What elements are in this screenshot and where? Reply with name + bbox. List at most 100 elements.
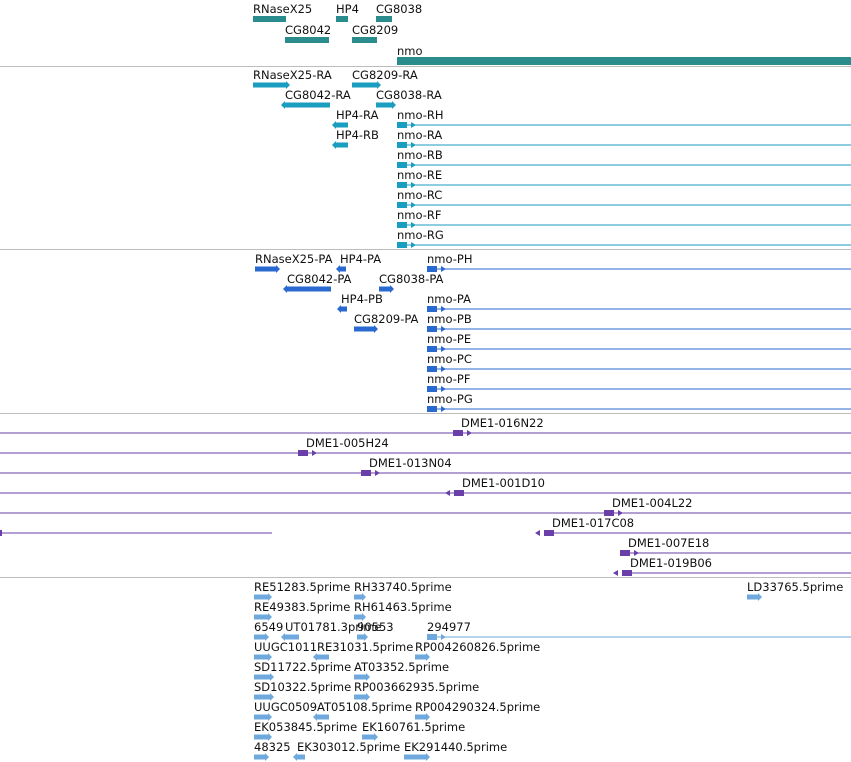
feature-cg8038-ra[interactable]: CG8038-RA <box>376 88 442 109</box>
feature-hp4-pa[interactable]: HP4-PA <box>336 252 381 273</box>
feature-nmo-re[interactable]: nmo-RE <box>397 168 851 188</box>
exon-block <box>397 222 407 228</box>
feature-cg8038[interactable]: CG8038 <box>376 2 422 22</box>
exon-block <box>454 490 464 496</box>
feature-dme1-017c08[interactable]: DME1-017C08 <box>535 516 851 536</box>
strand-arrow <box>270 673 274 681</box>
feature-uugc1011[interactable]: UUGC1011 <box>254 640 317 661</box>
feature-block <box>336 142 348 148</box>
feature-cg8038-pa[interactable]: CG8038-PA <box>379 272 444 293</box>
feature-dme1-004l22[interactable]: DME1-004L22 <box>0 496 851 516</box>
feature-rnasex25-ra[interactable]: RNaseX25-RA <box>253 68 332 89</box>
strand-arrow <box>268 713 272 721</box>
feature-at05108-5prime[interactable]: AT05108.5prime <box>313 700 412 721</box>
feature-nmo[interactable]: nmo <box>397 44 851 65</box>
strand-arrow <box>426 753 430 761</box>
feature-90553[interactable]: 90553 <box>357 620 394 641</box>
feature-nmo-pg[interactable]: nmo-PG <box>427 392 851 412</box>
feature-rp003662935-5prime[interactable]: RP003662935.5prime <box>354 680 479 701</box>
strand-arrow <box>441 306 446 312</box>
feature-cg8209-ra[interactable]: CG8209-RA <box>352 68 418 89</box>
strand-arrow <box>411 222 416 228</box>
feature-label: nmo-PH <box>427 252 472 266</box>
exon-block <box>453 430 463 436</box>
feature-dme1-019b06[interactable]: DME1-019B06 <box>613 556 851 576</box>
feature-block <box>357 634 364 640</box>
feature-nmo-pc[interactable]: nmo-PC <box>427 352 851 372</box>
feature-block <box>254 654 268 660</box>
feature-cg8209-pa[interactable]: CG8209-PA <box>354 312 419 333</box>
feature-uugc0509[interactable]: UUGC0509 <box>254 700 317 721</box>
exon-block <box>397 202 407 208</box>
feature-rnasex25[interactable]: RNaseX25 <box>253 2 312 22</box>
exon-block <box>427 366 437 372</box>
feature-re31031-5prime[interactable]: RE31031.5prime <box>313 640 413 661</box>
strand-arrow <box>270 693 274 701</box>
feature-unlabeled[interactable] <box>0 530 272 536</box>
feature-nmo-pe[interactable]: nmo-PE <box>427 332 851 352</box>
feature-nmo-rg[interactable]: nmo-RG <box>397 228 851 248</box>
feature-label: RH61463.5prime <box>354 600 452 614</box>
feature-cg8042[interactable]: CG8042 <box>285 23 331 43</box>
strand-arrow <box>467 430 472 436</box>
feature-dme1-013n04[interactable]: DME1-013N04 <box>0 456 851 476</box>
feature-label: RNaseX25-RA <box>253 68 332 82</box>
strand-arrow <box>286 81 290 89</box>
feature-label: nmo-RB <box>397 148 443 162</box>
feature-ld33765-5prime[interactable]: LD33765.5prime <box>747 580 843 601</box>
feature-cg8209[interactable]: CG8209 <box>352 23 398 43</box>
feature-nmo-rf[interactable]: nmo-RF <box>397 208 851 228</box>
feature-nmo-rc[interactable]: nmo-RC <box>397 188 851 208</box>
feature-rp004260826-5prime[interactable]: RP004260826.5prime <box>415 640 540 661</box>
feature-label: CG8209-PA <box>354 312 419 326</box>
feature-cg8042-pa[interactable]: CG8042-PA <box>283 272 352 293</box>
feature-6549[interactable]: 6549 <box>254 620 283 641</box>
feature-hp4-rb[interactable]: HP4-RB <box>332 128 379 149</box>
feature-hp4[interactable]: HP4 <box>336 2 359 22</box>
feature-nmo-pb[interactable]: nmo-PB <box>427 312 851 332</box>
feature-label: CG8038-PA <box>379 272 444 286</box>
feature-dme1-016n22[interactable]: DME1-016N22 <box>0 416 851 436</box>
feature-label: nmo-PC <box>427 352 472 366</box>
feature-dme1-007e18[interactable]: DME1-007E18 <box>620 536 851 556</box>
feature-ut01781-3prime[interactable]: UT01781.3prime <box>281 620 382 641</box>
feature-nmo-pf[interactable]: nmo-PF <box>427 372 851 392</box>
feature-hp4-ra[interactable]: HP4-RA <box>332 108 379 129</box>
feature-rh33740-5prime[interactable]: RH33740.5prime <box>354 580 452 601</box>
feature-rp004290324-5prime[interactable]: RP004290324.5prime <box>415 700 540 721</box>
feature-nmo-rb[interactable]: nmo-RB <box>397 148 851 168</box>
exon-block <box>620 550 630 556</box>
strand-arrow <box>374 733 378 741</box>
feature-re51283-5prime[interactable]: RE51283.5prime <box>254 580 350 601</box>
feature-294977[interactable]: 294977 <box>427 620 851 640</box>
feature-ek291440-5prime[interactable]: EK291440.5prime <box>404 740 507 761</box>
feature-block <box>336 122 348 128</box>
feature-label: nmo-PF <box>427 372 470 386</box>
feature-label: nmo-RG <box>397 228 444 242</box>
feature-label: nmo-RF <box>397 208 442 222</box>
feature-at03352-5prime[interactable]: AT03352.5prime <box>354 660 449 681</box>
feature-dme1-001d10[interactable]: DME1-001D10 <box>0 476 851 496</box>
feature-nmo-ra[interactable]: nmo-RA <box>397 128 851 148</box>
feature-label: HP4-RB <box>336 128 379 142</box>
feature-nmo-rh[interactable]: nmo-RH <box>397 108 851 128</box>
feature-re49383-5prime[interactable]: RE49383.5prime <box>254 600 350 621</box>
feature-hp4-pb[interactable]: HP4-PB <box>337 292 383 313</box>
strand-arrow <box>411 202 416 208</box>
feature-rh61463-5prime[interactable]: RH61463.5prime <box>354 600 452 621</box>
feature-label: nmo-RC <box>397 188 442 202</box>
feature-nmo-pa[interactable]: nmo-PA <box>427 292 851 312</box>
feature-ek053845-5prime[interactable]: EK053845.5prime <box>254 720 357 741</box>
exon-block <box>427 406 437 412</box>
feature-rnasex25-pa[interactable]: RNaseX25-PA <box>255 252 333 273</box>
feature-sd11722-5prime[interactable]: SD11722.5prime <box>254 660 351 681</box>
feature-block <box>254 754 265 760</box>
feature-ek160761-5prime[interactable]: EK160761.5prime <box>362 720 465 741</box>
feature-dme1-005h24[interactable]: DME1-005H24 <box>0 436 851 456</box>
track-clones: DME1-016N22DME1-005H24DME1-013N04DME1-00… <box>0 416 851 576</box>
feature-nmo-ph[interactable]: nmo-PH <box>427 252 851 272</box>
feature-cg8042-ra[interactable]: CG8042-RA <box>281 88 351 109</box>
feature-48325[interactable]: 48325 <box>254 740 291 761</box>
feature-sd10322-5prime[interactable]: SD10322.5prime <box>254 680 351 701</box>
feature-ek303012-5prime[interactable]: EK303012.5prime <box>293 740 400 761</box>
